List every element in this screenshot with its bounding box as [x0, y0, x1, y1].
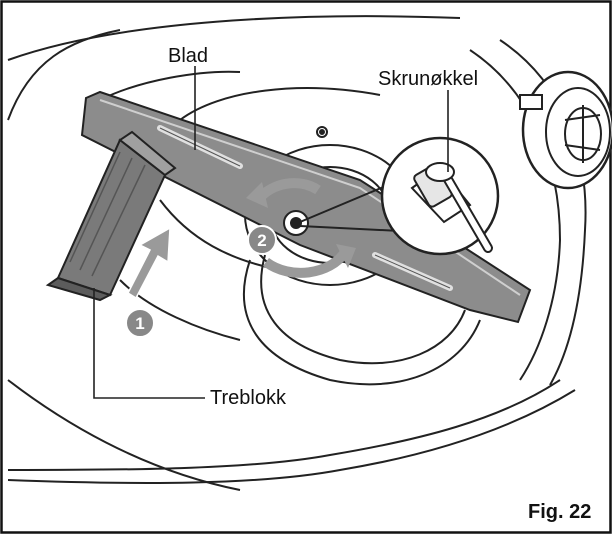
figure-caption: Fig. 22 [528, 501, 591, 523]
step-number-1: 1 [135, 314, 144, 333]
label-wrench: Skrunøkkel [378, 68, 478, 90]
label-block: Treblokk [210, 387, 287, 409]
block-leader [93, 288, 205, 399]
label-blade: Blad [168, 45, 208, 67]
rotation-arrows [246, 178, 356, 278]
leader-lines [93, 66, 449, 399]
step-number-2: 2 [257, 231, 266, 250]
wood-block [45, 130, 177, 302]
wrench-callout [299, 136, 500, 256]
step-badge-2: 2 [247, 225, 277, 255]
wheel [519, 70, 612, 190]
blade-bolt [283, 210, 309, 236]
push-arrow [127, 226, 171, 300]
step-badge-1: 1 [125, 308, 155, 338]
